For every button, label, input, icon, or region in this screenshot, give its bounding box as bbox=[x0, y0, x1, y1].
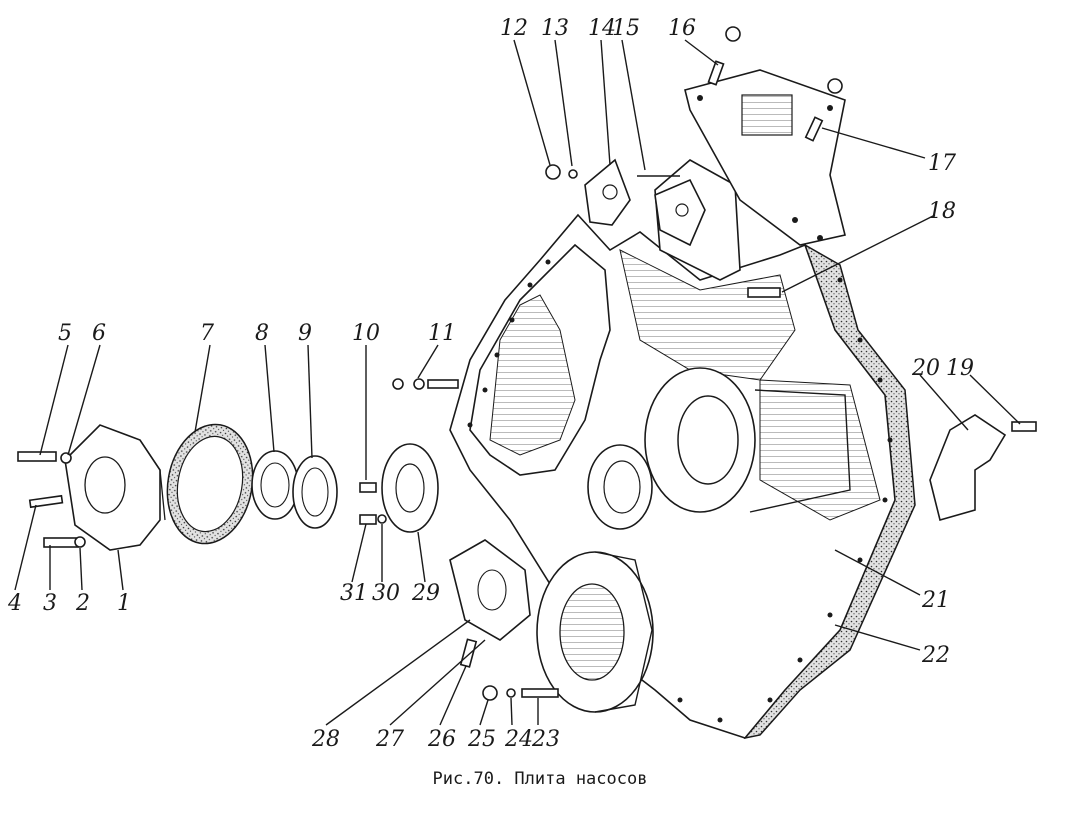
callout-4: 4 bbox=[7, 591, 22, 616]
callout-15: 15 bbox=[612, 16, 640, 41]
right-bracket bbox=[929, 414, 1037, 521]
callout-10: 10 bbox=[352, 321, 380, 346]
callout-26: 26 bbox=[427, 727, 456, 752]
callout-31: 31 bbox=[340, 581, 368, 606]
callout-2: 2 bbox=[75, 591, 90, 616]
callout-17: 17 bbox=[928, 151, 956, 176]
middle-parts bbox=[359, 164, 578, 701]
callout-19: 19 bbox=[946, 356, 974, 381]
callout-18: 18 bbox=[928, 199, 956, 224]
callout-29: 29 bbox=[411, 581, 440, 606]
callout-27: 27 bbox=[375, 727, 404, 752]
callout-24: 24 bbox=[504, 727, 533, 752]
callout-25: 25 bbox=[467, 727, 496, 752]
callout-12: 12 bbox=[500, 16, 528, 41]
callout-9: 9 bbox=[298, 321, 312, 346]
callout-23: 23 bbox=[531, 727, 560, 752]
figure-caption: Рис.70. Плита насосов bbox=[433, 769, 648, 789]
callout-1: 1 bbox=[117, 591, 131, 616]
leader-lines bbox=[14, 39, 1021, 726]
callout-16: 16 bbox=[668, 16, 696, 41]
callout-labels: 1 2 3 4 5 6 7 8 9 10 11 12 13 14 15 16 1… bbox=[7, 16, 974, 752]
callout-22: 22 bbox=[921, 643, 950, 668]
callout-8: 8 bbox=[255, 321, 269, 346]
rim-holes bbox=[467, 259, 893, 723]
callout-6: 6 bbox=[92, 321, 106, 346]
callout-5: 5 bbox=[58, 321, 72, 346]
callout-13: 13 bbox=[541, 16, 569, 41]
pump-plate-body bbox=[449, 213, 916, 740]
lower-flange-ring bbox=[536, 551, 654, 713]
callout-7: 7 bbox=[200, 321, 214, 346]
callout-11: 11 bbox=[428, 321, 456, 346]
callout-3: 3 bbox=[43, 591, 57, 616]
callout-20: 20 bbox=[911, 356, 940, 381]
callout-28: 28 bbox=[311, 727, 340, 752]
left-parts bbox=[17, 423, 338, 551]
callout-14: 14 bbox=[588, 16, 616, 41]
callout-30: 30 bbox=[372, 581, 400, 606]
callout-21: 21 bbox=[921, 588, 950, 613]
upper-flange-tower bbox=[584, 26, 846, 298]
